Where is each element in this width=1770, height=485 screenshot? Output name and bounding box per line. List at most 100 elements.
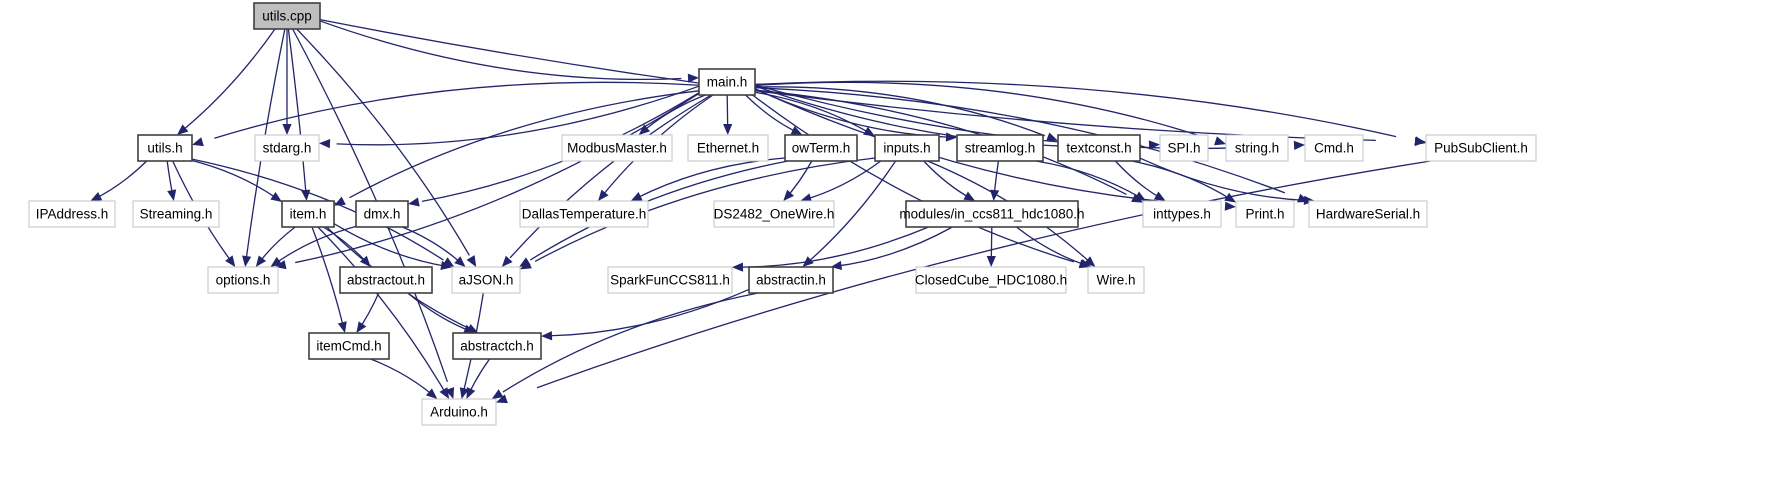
graph-node-string-h[interactable]: string.h: [1225, 134, 1289, 162]
edge-arrowhead: [496, 394, 508, 404]
graph-node-aJSON-h[interactable]: aJSON.h: [451, 266, 521, 294]
node-label: modules/in_ccs811_hdc1080.h: [899, 207, 1084, 222]
node-box: [137, 134, 193, 162]
dependency-edge: [550, 288, 750, 337]
node-label: main.h: [707, 75, 748, 90]
node-label: ModbusMaster.h: [567, 141, 667, 156]
node-box: [452, 332, 542, 360]
edge-arrowhead: [790, 126, 803, 135]
node-label: inputs.h: [883, 141, 930, 156]
graph-node-streamlog-h[interactable]: streamlog.h: [956, 134, 1044, 162]
edge-arrowhead: [463, 324, 476, 334]
node-label: ClosedCube_HDC1080.h: [915, 273, 1067, 288]
node-box: [607, 266, 733, 294]
node-label: abstractout.h: [347, 273, 425, 288]
dependency-edge: [336, 85, 700, 146]
edge-arrowhead: [520, 260, 532, 270]
node-label: DallasTemperature.h: [522, 207, 647, 222]
graph-node-abstractin-h[interactable]: abstractin.h: [748, 266, 834, 294]
edge-arrowhead: [1303, 195, 1316, 205]
node-label: streamlog.h: [965, 141, 1036, 156]
dependency-edge: [1016, 226, 1089, 267]
node-box: [905, 200, 1079, 228]
edge-arrowhead: [466, 255, 477, 267]
node-label: abstractch.h: [460, 339, 534, 354]
dependency-edge: [287, 28, 307, 194]
graph-node-utils-h[interactable]: utils.h: [137, 134, 193, 162]
graph-node-itemCmd-h[interactable]: itemCmd.h: [308, 332, 390, 360]
graph-node-abstractch-h[interactable]: abstractch.h: [452, 332, 542, 360]
edge-arrowhead: [319, 139, 331, 149]
graph-node-ModbusMaster-h[interactable]: ModbusMaster.h: [561, 134, 673, 162]
node-box: [748, 266, 834, 294]
edge-arrowhead: [337, 321, 347, 333]
graph-node-HardwareSerial-h[interactable]: HardwareSerial.h: [1308, 200, 1428, 228]
node-label: item.h: [290, 207, 327, 222]
edge-arrowhead: [225, 255, 236, 267]
edge-arrowhead: [986, 255, 996, 267]
node-box: [519, 200, 649, 228]
edge-arrowhead: [425, 388, 438, 399]
graph-node-item-h[interactable]: item.h: [281, 200, 335, 228]
graph-node-textconst-h[interactable]: textconst.h: [1057, 134, 1141, 162]
graph-node-Streaming-h[interactable]: Streaming.h: [132, 200, 220, 228]
graph-node-Ethernet-h[interactable]: Ethernet.h: [687, 134, 769, 162]
dependency-edge: [1139, 157, 1307, 202]
graph-node-main-h[interactable]: main.h: [698, 68, 756, 96]
node-box: [355, 200, 409, 228]
dependency-edge: [319, 19, 1376, 141]
dependency-edge: [296, 28, 470, 256]
node-box: [451, 266, 521, 294]
graph-node-Wire-h[interactable]: Wire.h: [1087, 266, 1145, 294]
graph-node-DallasTemperature-h[interactable]: DallasTemperature.h: [519, 200, 649, 228]
node-label: stdarg.h: [263, 141, 312, 156]
node-box: [713, 200, 835, 228]
node-label: Wire.h: [1096, 273, 1135, 288]
dependency-edge: [214, 81, 700, 139]
graph-node-Print-h[interactable]: Print.h: [1235, 200, 1295, 228]
graph-node-SparkFunCCS811-h[interactable]: SparkFunCCS811.h: [607, 266, 733, 294]
node-box: [561, 134, 673, 162]
graph-node-DS2482-OneWire-h[interactable]: DS2482_OneWire.h: [713, 200, 835, 228]
dependency-edge: [640, 94, 706, 134]
graph-node-modules-ccs811[interactable]: modules/in_ccs811_hdc1080.h: [899, 200, 1085, 228]
graph-node-options-h[interactable]: options.h: [207, 266, 279, 294]
edge-arrowhead: [167, 189, 177, 201]
node-box: [281, 200, 335, 228]
dependency-edge: [754, 80, 1397, 138]
edge-arrowhead: [1214, 136, 1226, 146]
graph-node-SPI-h[interactable]: SPI.h: [1159, 134, 1209, 162]
edge-arrowhead: [408, 197, 420, 207]
graph-node-owTerm-h[interactable]: owTerm.h: [784, 134, 858, 162]
node-label: utils.h: [147, 141, 182, 156]
edge-arrowhead: [1046, 132, 1058, 142]
graph-node-abstractout-h[interactable]: abstractout.h: [339, 266, 433, 294]
graph-node-Cmd-h[interactable]: Cmd.h: [1304, 134, 1364, 162]
edge-arrowhead: [945, 132, 957, 142]
dependency-edge: [181, 28, 276, 132]
dependency-edge: [191, 158, 444, 261]
edge-arrowhead: [800, 193, 813, 203]
edge-arrowhead: [270, 191, 282, 202]
edge-arrowhead: [282, 124, 292, 135]
graph-node-dmx-h[interactable]: dmx.h: [355, 200, 409, 228]
dependency-edge: [509, 94, 712, 259]
graph-node-inputs-h[interactable]: inputs.h: [874, 134, 940, 162]
edge-arrowhead: [1134, 191, 1147, 201]
node-label: options.h: [216, 273, 271, 288]
dependency-edge: [370, 358, 436, 398]
dependency-edge: [754, 87, 1286, 194]
node-box: [874, 134, 940, 162]
node-box: [1159, 134, 1209, 162]
graph-node-stdarg-h[interactable]: stdarg.h: [254, 134, 320, 162]
graph-node-inttypes-h[interactable]: inttypes.h: [1142, 200, 1222, 228]
edge-arrowhead: [1293, 140, 1305, 150]
graph-node-Arduino-h[interactable]: Arduino.h: [421, 398, 497, 426]
edge-arrowhead: [466, 387, 476, 399]
edge-arrowhead: [270, 256, 283, 267]
graph-node-IPAddress-h[interactable]: IPAddress.h: [28, 200, 116, 228]
graph-node-PubSubClient-h[interactable]: PubSubClient.h: [1425, 134, 1537, 162]
graph-node-ClosedCube-HDC1080-h[interactable]: ClosedCube_HDC1080.h: [915, 266, 1067, 294]
